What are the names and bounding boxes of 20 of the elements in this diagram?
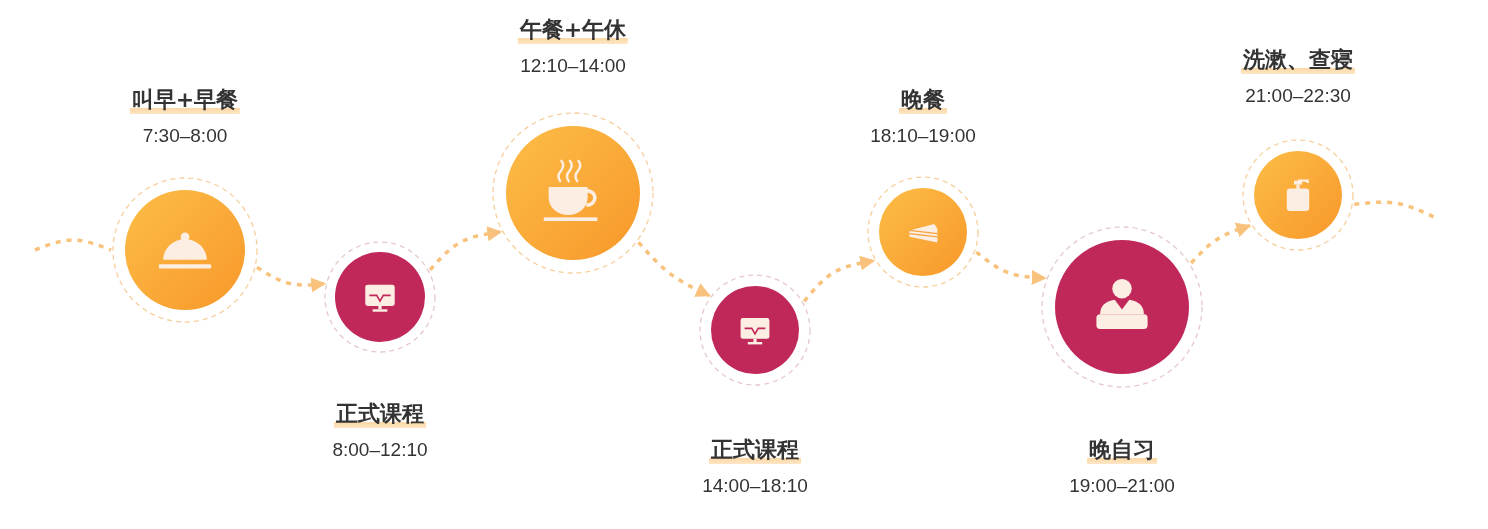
dotted-arrow <box>428 226 503 272</box>
stop-title: 午餐+午休 <box>517 16 629 44</box>
dotted-arrow <box>802 255 876 303</box>
stop-title: 正式课程 <box>334 400 426 428</box>
time-range: 14:00–18:10 <box>702 474 808 498</box>
dotted-arrow <box>975 250 1047 285</box>
dotted-arrow <box>256 265 327 293</box>
stop-title: 叫早+早餐 <box>129 86 241 114</box>
stop-title: 正式课程 <box>709 436 801 464</box>
time-range: 21:00–22:30 <box>1245 84 1351 108</box>
time-range: 7:30–8:00 <box>142 124 228 148</box>
stop-title: 晚自习 <box>1087 436 1157 464</box>
time-range: 19:00–21:00 <box>1069 474 1175 498</box>
time-range: 18:10–19:00 <box>870 124 976 148</box>
dotted-arrow <box>1189 222 1252 265</box>
stop-title: 洗漱、查寝 <box>1241 46 1355 74</box>
time-range: 12:10–14:00 <box>520 54 626 78</box>
dotted-arrow <box>637 241 711 298</box>
stop-title: 晚餐 <box>899 86 947 114</box>
time-range: 8:00–12:10 <box>332 438 428 462</box>
